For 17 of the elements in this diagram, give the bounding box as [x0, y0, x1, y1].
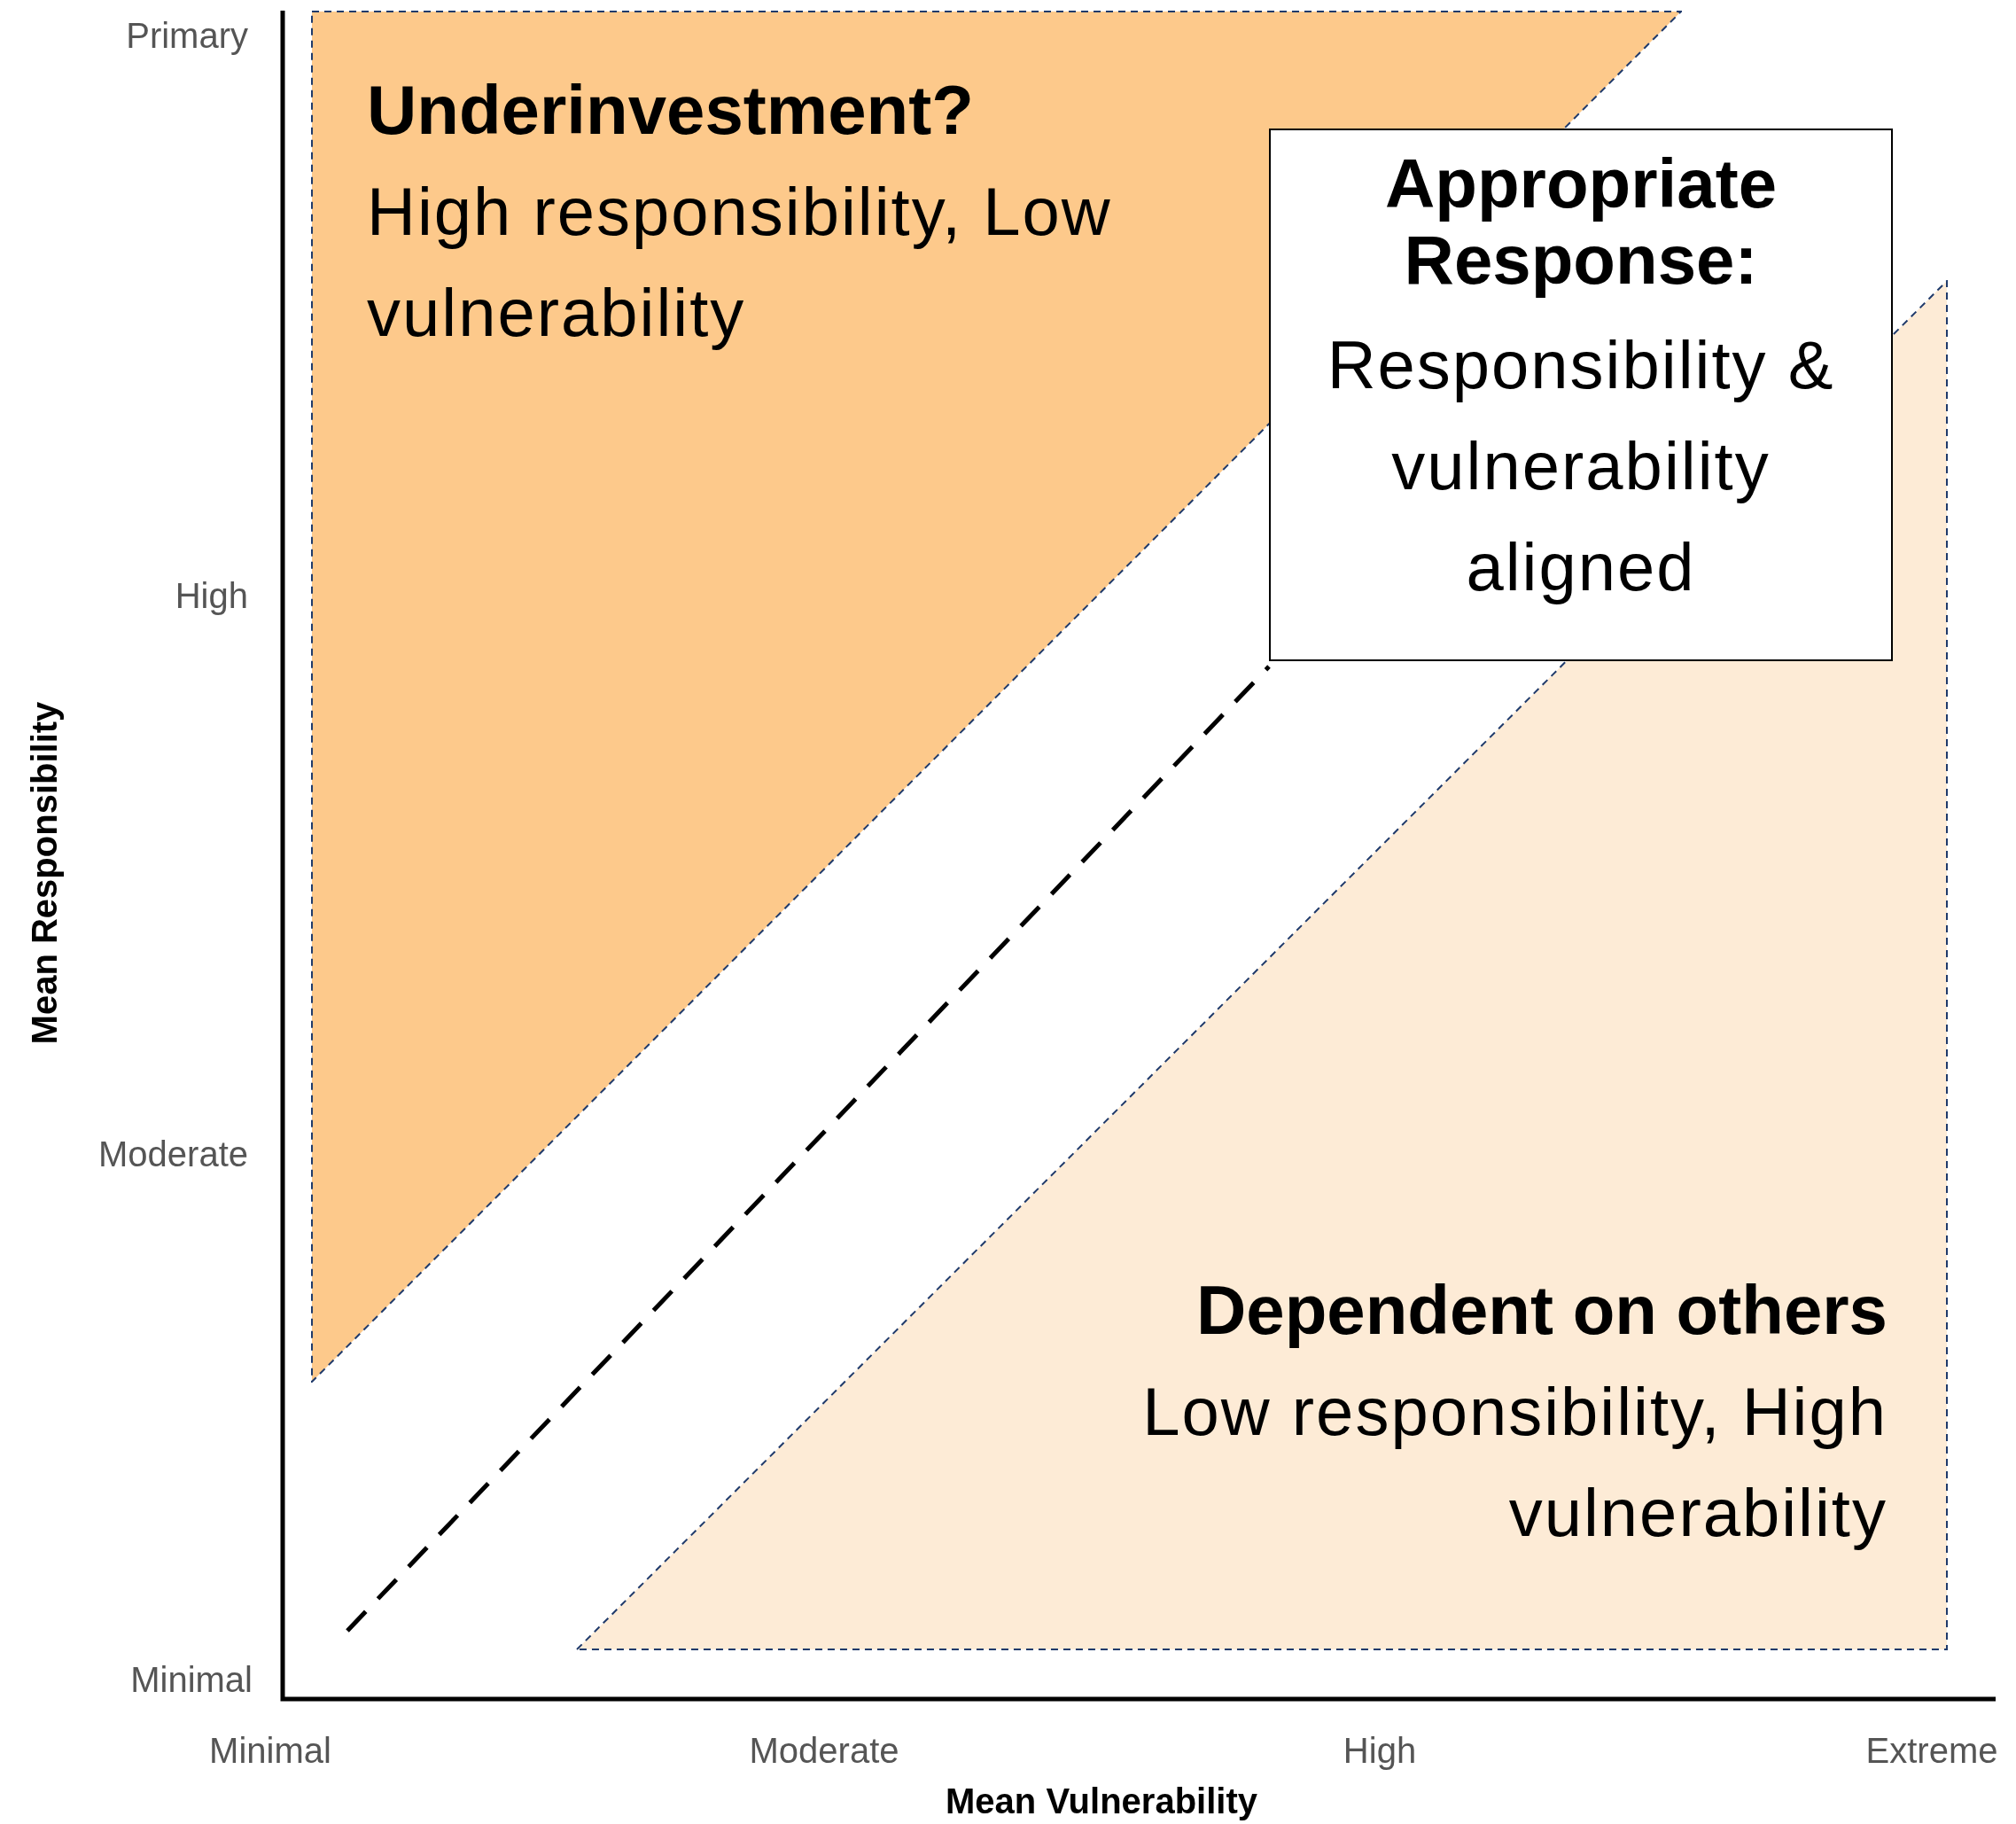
axis-title: Mean Responsibility [24, 701, 65, 1045]
axis-tick-label: Extreme [1865, 1730, 1998, 1771]
axis-tick-label: Minimal [209, 1730, 331, 1771]
axis-tick-label: Moderate [749, 1730, 899, 1771]
region-description: Responsibility & vulnerability aligned [1326, 326, 1836, 606]
region-heading: Dependent on others [1195, 1273, 1888, 1349]
region-heading: Appropriate Response: [1384, 146, 1778, 299]
axis-title: Mean Vulnerability [946, 1781, 1257, 1821]
region-description: High responsibility, Low vulnerability [367, 173, 1113, 352]
region-description: Low responsibility, High vulnerability [1141, 1373, 1888, 1552]
axis-tick-label: Primary [126, 15, 248, 56]
region-heading: Underinvestment? [367, 73, 975, 149]
callout-box [1269, 129, 1893, 661]
axis-tick-label: Minimal [130, 1659, 253, 1700]
axis-tick-label: High [1343, 1730, 1417, 1771]
axis-tick-label: High [175, 575, 248, 616]
axis-tick-label: Moderate [98, 1134, 248, 1174]
